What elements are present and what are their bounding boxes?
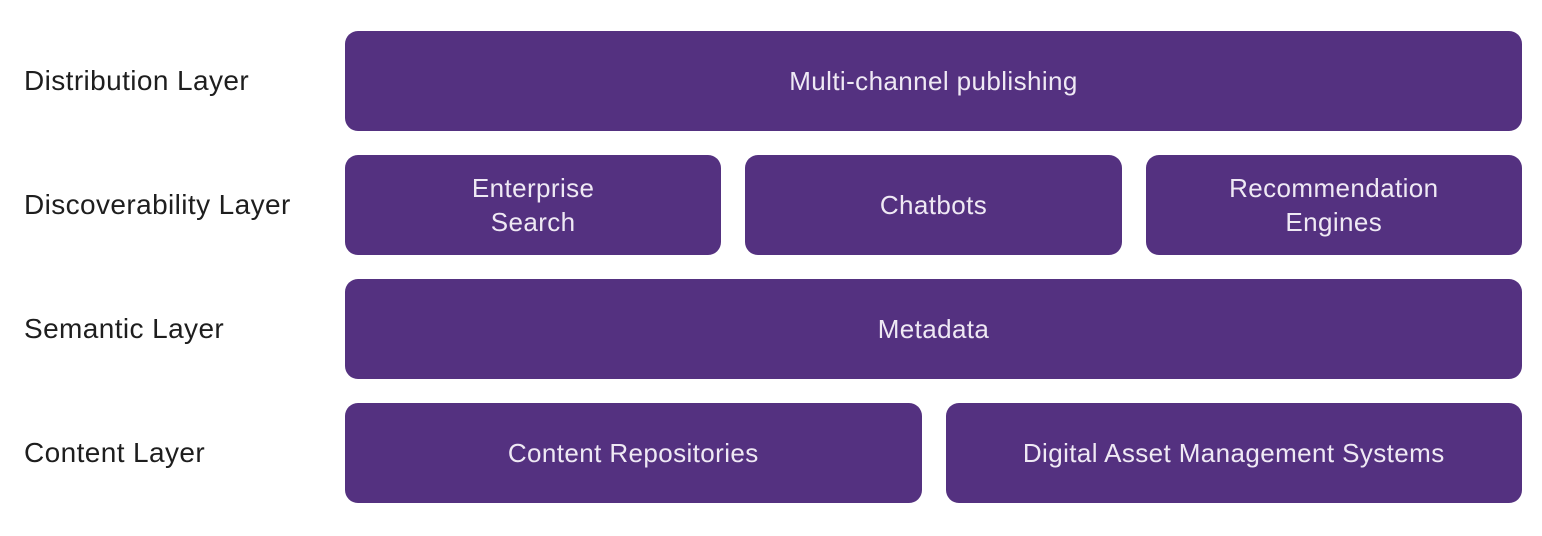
boxes-content-layer: Content Repositories Digital Asset Manag… [345,403,1522,503]
box-digital-asset-management-systems-text: Digital Asset Management Systems [1022,438,1445,468]
box-multi-channel-publishing: Multi-channel publishing [345,31,1522,131]
box-recommendation-engines: Recommendation Engines [1145,155,1522,255]
box-chatbots-text: Chatbots [879,190,988,220]
label-discoverability-layer: Discoverability Layer [24,189,291,220]
box-recommendation-engines-text: Recommendation Engines [1229,173,1439,237]
box-metadata: Metadata [345,279,1522,379]
label-distribution-layer: Distribution Layer [24,65,250,96]
row-discoverability-layer: Discoverability Layer Enterprise Search … [0,155,1542,255]
box-chatbots: Chatbots [745,155,1122,255]
row-semantic-layer: Semantic Layer Metadata [0,279,1542,379]
box-multi-channel-publishing-text: Multi-channel publishing [789,66,1078,96]
label-semantic-layer: Semantic Layer [24,313,225,344]
box-metadata-text: Metadata [877,314,990,344]
box-enterprise-search-text: Enterprise Search [471,173,595,237]
row-content-layer: Content Layer Content Repositories Digit… [0,403,1542,503]
box-digital-asset-management-systems: Digital Asset Management Systems [945,403,1522,503]
boxes-distribution-layer: Multi-channel publishing [345,31,1522,131]
box-content-repositories-text: Content Repositories [507,438,759,468]
label-content-layer: Content Layer [24,437,206,468]
box-content-repositories: Content Repositories [345,403,922,503]
boxes-discoverability-layer: Enterprise Search Chatbots Recommendatio… [345,155,1522,255]
boxes-semantic-layer: Metadata [345,279,1522,379]
box-enterprise-search: Enterprise Search [345,155,722,255]
row-distribution-layer: Distribution Layer Multi-channel publish… [0,31,1542,131]
